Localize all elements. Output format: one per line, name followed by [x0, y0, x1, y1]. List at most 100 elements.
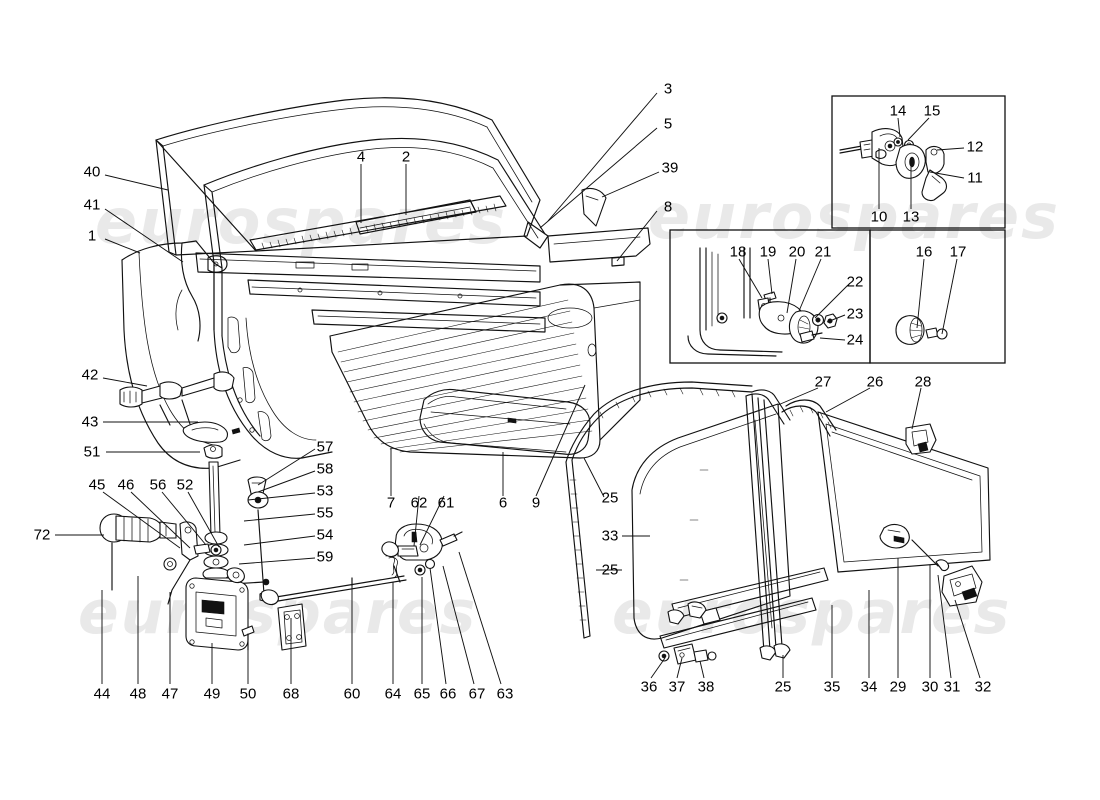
callout-number-27: 27 [814, 373, 832, 391]
callout-number-38: 38 [697, 678, 715, 696]
leader-line-8 [616, 210, 658, 262]
callout-number-5: 5 [663, 115, 673, 133]
leader-line-62 [413, 495, 420, 547]
callout-number-72: 72 [33, 526, 51, 544]
callout-number-49: 49 [203, 685, 221, 703]
callout-number-30: 30 [921, 678, 939, 696]
callout-number-55: 55 [316, 504, 334, 522]
leader-line-40 [104, 174, 169, 191]
leader-line-21 [798, 258, 822, 312]
callout-number-3: 3 [663, 80, 673, 98]
leader-line-36 [650, 657, 666, 679]
leader-line-59 [238, 557, 316, 565]
callout-number-25: 25 [774, 678, 792, 696]
callout-number-6: 6 [498, 494, 508, 512]
callout-number-14: 14 [889, 102, 907, 120]
callout-number-44: 44 [93, 685, 111, 703]
callout-number-21: 21 [814, 243, 832, 261]
leader-line-20 [786, 258, 797, 314]
callout-number-45: 45 [88, 476, 106, 494]
callout-number-52: 52 [176, 476, 194, 494]
callout-number-41: 41 [83, 196, 101, 214]
callout-number-48: 48 [129, 685, 147, 703]
callout-number-13: 13 [902, 208, 920, 226]
callout-number-7: 7 [386, 494, 396, 512]
leader-line-22 [814, 284, 849, 319]
leader-line-41 [104, 208, 184, 263]
leader-line-16 [916, 258, 925, 329]
leader-line-9 [535, 384, 586, 497]
callout-number-37: 37 [668, 678, 686, 696]
callout-number-26: 26 [866, 373, 884, 391]
leader-line-15 [907, 117, 930, 141]
callout-number-59: 59 [316, 548, 334, 566]
callout-number-43: 43 [81, 413, 99, 431]
callout-number-61: 61 [437, 494, 455, 512]
callout-number-50: 50 [239, 685, 257, 703]
callout-number-15: 15 [923, 102, 941, 120]
leader-line-54 [243, 535, 316, 546]
leader-line-23 [826, 314, 846, 323]
callout-number-19: 19 [759, 243, 777, 261]
callout-number-47: 47 [161, 685, 179, 703]
callout-number-40: 40 [83, 163, 101, 181]
callout-number-56: 56 [149, 476, 167, 494]
callout-number-60: 60 [343, 685, 361, 703]
leader-line-5 [539, 127, 658, 229]
leader-line-17 [941, 258, 958, 335]
leader-line-25 [583, 457, 605, 498]
leader-line-39 [601, 171, 660, 198]
callout-number-8: 8 [663, 198, 673, 216]
callout-number-18: 18 [729, 243, 747, 261]
inset-latch-parts [839, 128, 948, 202]
leader-line-19 [767, 258, 773, 295]
callout-number-51: 51 [83, 443, 101, 461]
callout-number-33: 33 [601, 527, 619, 545]
callout-number-31: 31 [943, 678, 961, 696]
callout-number-67: 67 [468, 685, 486, 703]
callout-number-23: 23 [846, 305, 864, 323]
callout-number-57: 57 [316, 438, 334, 456]
inset-roller-parts [895, 315, 948, 345]
leader-line-14 [897, 117, 901, 138]
callout-number-53: 53 [316, 482, 334, 500]
callout-number-28: 28 [914, 373, 932, 391]
callout-number-25: 25 [601, 561, 619, 579]
leader-line-56 [161, 491, 207, 546]
leader-line-24 [819, 337, 846, 341]
leader-line-45 [102, 491, 181, 549]
leader-line-58 [257, 470, 316, 493]
callout-number-4: 4 [356, 148, 366, 166]
callout-number-16: 16 [915, 243, 933, 261]
leader-line-1 [104, 238, 141, 254]
callout-number-1: 1 [87, 227, 97, 245]
leader-line-52 [187, 491, 220, 548]
leader-line-27 [777, 387, 819, 406]
callout-number-39: 39 [661, 159, 679, 177]
leader-line-53 [247, 492, 316, 501]
lock-linkage-group [99, 421, 463, 651]
leader-line-28 [911, 387, 922, 430]
callout-number-2: 2 [401, 148, 411, 166]
leader-line-61 [419, 495, 445, 546]
leader-line-42 [102, 377, 148, 387]
leader-line-63 [458, 551, 502, 685]
callout-number-10: 10 [870, 208, 888, 226]
leader-line-66 [429, 567, 447, 685]
callout-number-64: 64 [384, 685, 402, 703]
callout-number-12: 12 [966, 138, 984, 156]
leader-line-67 [442, 565, 475, 685]
callout-number-66: 66 [439, 685, 457, 703]
callout-number-36: 36 [640, 678, 658, 696]
callout-number-11: 11 [967, 169, 983, 187]
callout-number-42: 42 [81, 366, 99, 384]
callout-number-24: 24 [846, 331, 864, 349]
leader-line-37 [676, 657, 683, 679]
callout-number-46: 46 [117, 476, 135, 494]
leader-line-31 [937, 574, 952, 679]
leader-line-57 [257, 448, 316, 486]
callout-number-20: 20 [788, 243, 806, 261]
callout-number-35: 35 [823, 678, 841, 696]
leader-line-11 [929, 171, 965, 179]
